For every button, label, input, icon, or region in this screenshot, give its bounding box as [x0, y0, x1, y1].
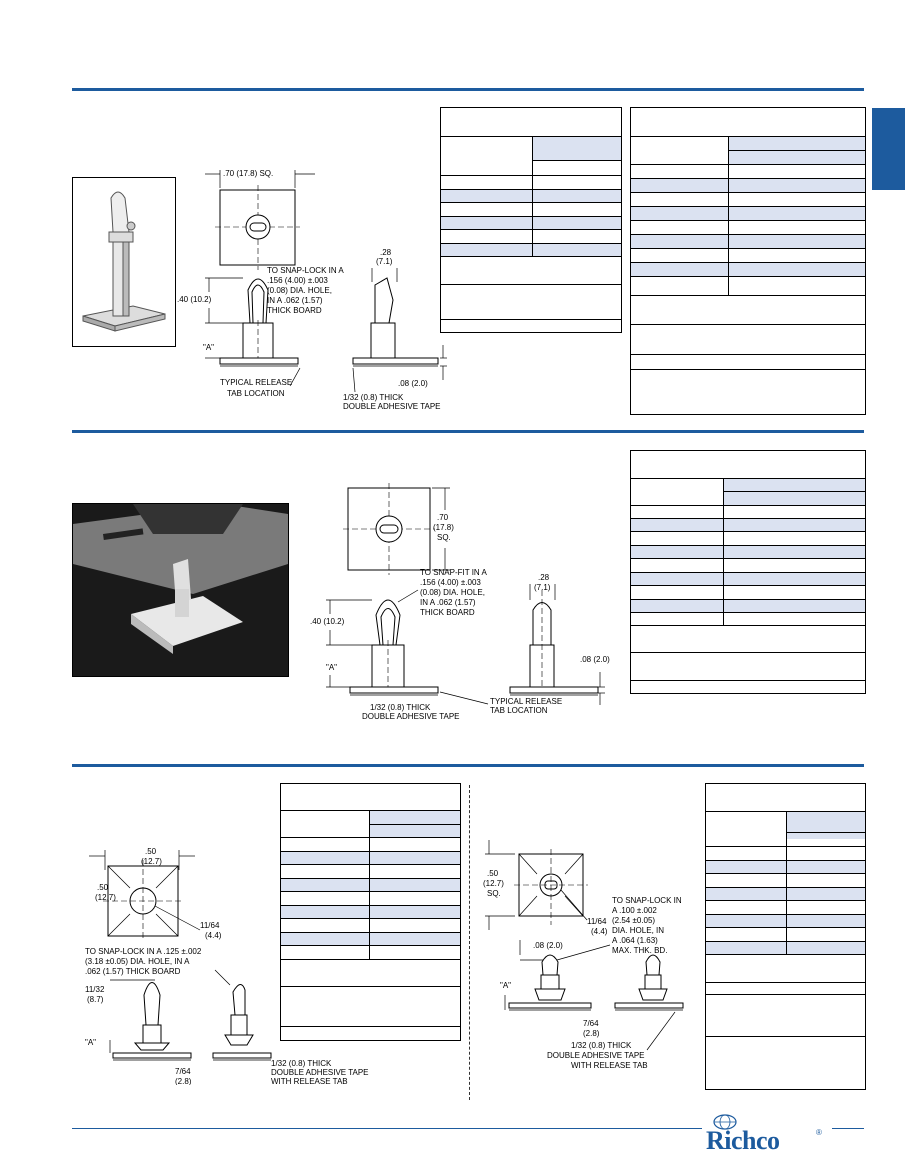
svg-text:A .100 ±.002: A .100 ±.002: [612, 906, 657, 915]
drawing-3: .50 (12.7) .50 (12.7) 11/64 (4.4) TO SNA…: [85, 847, 369, 1085]
section-rule-1: [72, 88, 864, 91]
svg-text:1/32 (0.8) THICK: 1/32 (0.8) THICK: [571, 1041, 632, 1050]
svg-text:TO SNAP-LOCK IN A .125 ±.002: TO SNAP-LOCK IN A .125 ±.002: [85, 947, 202, 956]
svg-text:(7.1): (7.1): [534, 583, 551, 592]
drawing-4: .50 (12.7) SQ. 11/64 (4.4) TO SNAP-LOCK …: [483, 840, 684, 1070]
svg-text:1/32 (0.8) THICK: 1/32 (0.8) THICK: [271, 1059, 332, 1068]
svg-text:IN A .062 (1.57): IN A .062 (1.57): [267, 296, 323, 305]
svg-text:(3.18 ±0.05) DIA. HOLE, IN A: (3.18 ±0.05) DIA. HOLE, IN A: [85, 957, 190, 966]
svg-text:SQ.: SQ.: [437, 533, 451, 542]
svg-text:TAB LOCATION: TAB LOCATION: [227, 389, 285, 398]
svg-text:.50: .50: [487, 869, 499, 878]
svg-text:TO SNAP-LOCK IN: TO SNAP-LOCK IN: [612, 896, 682, 905]
svg-text:.28: .28: [538, 573, 550, 582]
svg-text:(0.08) DIA. HOLE,: (0.08) DIA. HOLE,: [267, 286, 332, 295]
svg-text:.08 (2.0): .08 (2.0): [533, 941, 563, 950]
svg-text:THICK BOARD: THICK BOARD: [420, 608, 475, 617]
svg-text:"A": "A": [326, 663, 337, 672]
svg-text:11/64: 11/64: [200, 921, 220, 930]
svg-text:DOUBLE ADHESIVE TAPE: DOUBLE ADHESIVE TAPE: [547, 1051, 645, 1060]
spec-table-1a: [440, 107, 622, 333]
svg-text:.40 (10.2): .40 (10.2): [177, 295, 212, 304]
svg-text:"A": "A": [500, 981, 511, 990]
svg-text:(8.7): (8.7): [87, 995, 104, 1004]
svg-text:THICK BOARD: THICK BOARD: [267, 306, 322, 315]
section-rule-3: [72, 764, 864, 767]
svg-text:.08 (2.0): .08 (2.0): [580, 655, 610, 664]
globe-icon: [713, 1114, 737, 1130]
svg-text:(12.7): (12.7): [483, 879, 504, 888]
richco-logo: Richco ®: [706, 1114, 828, 1158]
svg-text:WITH RELEASE TAB: WITH RELEASE TAB: [271, 1077, 348, 1085]
svg-text:11/64: 11/64: [587, 917, 607, 926]
svg-text:.28: .28: [380, 248, 392, 257]
svg-text:1/32 (0.8) THICK: 1/32 (0.8) THICK: [343, 393, 404, 402]
spec-table-3: [280, 783, 461, 1041]
svg-text:.70: .70: [437, 513, 449, 522]
product-photo-1: [72, 177, 176, 347]
brand-name: Richco: [706, 1126, 780, 1155]
svg-text:DIA. HOLE, IN: DIA. HOLE, IN: [612, 926, 664, 935]
svg-text:(4.4): (4.4): [205, 931, 222, 940]
registered-mark: ®: [816, 1128, 822, 1137]
section-rule-2: [72, 430, 864, 433]
svg-text:TO SNAP-LOCK IN A: TO SNAP-LOCK IN A: [267, 266, 344, 275]
svg-text:DOUBLE ADHESIVE TAPE: DOUBLE ADHESIVE TAPE: [343, 402, 441, 410]
svg-text:TAB LOCATION: TAB LOCATION: [490, 706, 548, 715]
svg-text:.50: .50: [145, 847, 157, 856]
svg-text:"A": "A": [203, 343, 214, 352]
svg-text:A .064 (1.63): A .064 (1.63): [612, 936, 658, 945]
footer-rule: [72, 1128, 702, 1129]
svg-text:(2.8): (2.8): [583, 1029, 600, 1038]
spec-table-4: [705, 783, 866, 1090]
svg-text:TYPICAL RELEASE: TYPICAL RELEASE: [220, 378, 292, 387]
svg-text:IN A .062 (1.57): IN A .062 (1.57): [420, 598, 476, 607]
chapter-tab: [872, 108, 905, 190]
svg-text:.156 (4.00) ±.003: .156 (4.00) ±.003: [420, 578, 481, 587]
dim-square: .70 (17.8) SQ.: [223, 169, 273, 178]
svg-text:.156 (4.00) ±.003: .156 (4.00) ±.003: [267, 276, 328, 285]
svg-text:TYPICAL RELEASE: TYPICAL RELEASE: [490, 697, 562, 706]
svg-text:.062 (1.57) THICK BOARD: .062 (1.57) THICK BOARD: [85, 967, 181, 976]
svg-text:(4.4): (4.4): [591, 927, 608, 936]
section-divider: [469, 785, 470, 1100]
svg-text:7/64: 7/64: [583, 1019, 599, 1028]
svg-text:(12.7): (12.7): [95, 893, 116, 902]
product-photo-2: [72, 503, 289, 677]
footer-rule-right: [832, 1128, 864, 1129]
svg-text:DOUBLE ADHESIVE TAPE: DOUBLE ADHESIVE TAPE: [362, 712, 460, 721]
svg-text:TO SNAP-FIT IN A: TO SNAP-FIT IN A: [420, 568, 487, 577]
svg-text:"A": "A": [85, 1038, 96, 1047]
spec-table-2: [630, 450, 866, 694]
svg-text:WITH RELEASE TAB: WITH RELEASE TAB: [571, 1061, 648, 1070]
svg-text:(17.8): (17.8): [433, 523, 454, 532]
svg-text:.08 (2.0): .08 (2.0): [398, 379, 428, 388]
svg-text:(0.08) DIA. HOLE,: (0.08) DIA. HOLE,: [420, 588, 485, 597]
svg-text:(12.7): (12.7): [141, 857, 162, 866]
svg-text:1/32 (0.8) THICK: 1/32 (0.8) THICK: [370, 703, 431, 712]
svg-text:.40 (10.2): .40 (10.2): [310, 617, 345, 626]
svg-text:11/32: 11/32: [85, 985, 105, 994]
svg-text:(2.8): (2.8): [175, 1077, 192, 1085]
drawing-2: .70 (17.8) SQ. TO SNAP-FIT IN A .156 (4.…: [310, 483, 610, 721]
svg-text:(2.54 ±0.05): (2.54 ±0.05): [612, 916, 655, 925]
spec-table-1b: [630, 107, 866, 415]
svg-text:MAX. THK. BD.: MAX. THK. BD.: [612, 946, 667, 955]
svg-text:.50: .50: [97, 883, 109, 892]
svg-text:7/64: 7/64: [175, 1067, 191, 1076]
svg-text:DOUBLE ADHESIVE TAPE: DOUBLE ADHESIVE TAPE: [271, 1068, 369, 1077]
svg-text:(7.1): (7.1): [376, 257, 393, 266]
svg-text:SQ.: SQ.: [487, 889, 501, 898]
drawing-1: .70 (17.8) SQ. .40 (10.2) "A" TO SNAP-LO…: [177, 169, 447, 410]
